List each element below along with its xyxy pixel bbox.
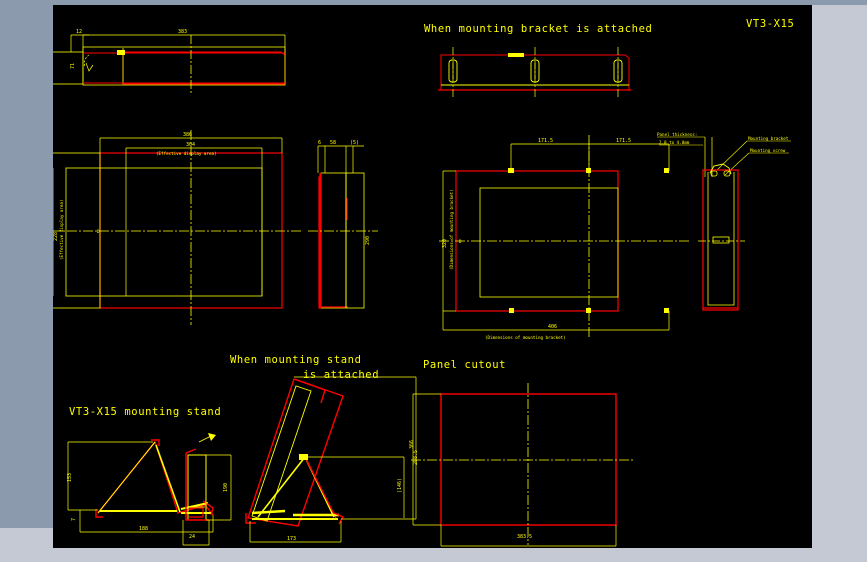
side-view-dim-1: 6 [318, 140, 321, 146]
stand-attached-depth-dim: (146) [397, 478, 403, 493]
bracket-width-label: (Dimensions of mounting bracket) [485, 335, 566, 340]
panel-thickness-label-1: Panel thickness: [657, 132, 697, 137]
mounting-screw-label: Mounting screw [750, 148, 786, 153]
stand-attached-base-width-dim: 173 [287, 536, 296, 542]
top-view-width-dim: 383 [178, 29, 187, 35]
bracket-top-view: When mounting bracket is attached [424, 23, 652, 97]
front-view-effective-area-label: (Effective display area) [156, 151, 217, 156]
front-view: 386 304 (Effective display area) 290 228… [53, 130, 303, 325]
panel-thickness-detail: Panel thickness: 2.0 to 4.0mm Mounting b… [657, 132, 791, 311]
stand-front-width-dim: 24 [189, 534, 195, 540]
side-view: 6 58 (5) 290 [308, 140, 378, 309]
heading-mounting-stand-1: When mounting stand [230, 354, 362, 366]
front-view-center-mark: D [97, 229, 100, 234]
heading-stand-title: VT3-X15 mounting stand [69, 406, 221, 418]
stand-side-foot-dim: 7 [71, 518, 77, 521]
mounting-bracket-label: Mounting bracket [748, 136, 789, 141]
cad-drawing: VT3-X15 12 383 71 [53, 18, 794, 547]
heading-mounting-bracket: When mounting bracket is attached [424, 23, 652, 35]
side-view-dim-2: 58 [330, 140, 336, 146]
panel-cutout-width-dim: 383.5 [517, 534, 532, 540]
front-view-overall-width-dim: 386 [183, 132, 192, 138]
heading-mounting-stand-2: is attached [303, 369, 379, 381]
cad-canvas[interactable]: VT3-X15 12 383 71 [53, 5, 812, 548]
top-view-depth-dim: 12 [76, 29, 82, 35]
panel-cutout-view: 288.5 383.5 [411, 383, 633, 547]
side-view-dim-3: (5) [350, 140, 359, 146]
top-view: 12 383 71 [53, 29, 286, 95]
bracket-height-label: (Dimensions of mounting bracket) [449, 189, 454, 270]
bracket-half-width-right-dim: 171.5 [616, 138, 631, 144]
panel-cutout-height-dim: 288.5 [413, 450, 419, 465]
bracket-front-view: 171.5 171.5 320 (Dimensions of mounting … [439, 135, 689, 340]
front-view-effective-width-dim: 304 [186, 142, 195, 148]
bracket-overall-height-dim: 320 [442, 239, 448, 248]
bracket-overall-width-dim: 406 [548, 324, 557, 330]
stand-attached-height-dim: 366 [409, 440, 415, 449]
stand-front-view: 190 24 [182, 433, 232, 546]
drawing-title: VT3-X15 [746, 18, 794, 30]
stand-side-view: 153 188 7 [67, 439, 214, 533]
heading-panel-cutout: Panel cutout [423, 359, 506, 371]
stand-side-width-dim: 188 [139, 526, 148, 532]
stand-side-height-dim: 153 [67, 473, 73, 482]
stand-attached-view: 366 (146) 173 [245, 376, 417, 543]
page-background-right [812, 0, 867, 562]
bracket-center-mark: D [459, 239, 462, 244]
page-background-right-top [812, 0, 867, 5]
side-view-height-dim: 290 [365, 236, 371, 245]
front-view-effective-area-label-v: (Effective display area) [59, 199, 64, 260]
front-view-effective-height-dim: 228 [53, 232, 59, 241]
bracket-half-width-left-dim: 171.5 [538, 138, 553, 144]
panel-thickness-label-2: 2.0 to 4.0mm [659, 140, 690, 145]
stand-front-height-dim: 190 [223, 483, 229, 492]
top-view-height-dim: 71 [70, 63, 76, 69]
